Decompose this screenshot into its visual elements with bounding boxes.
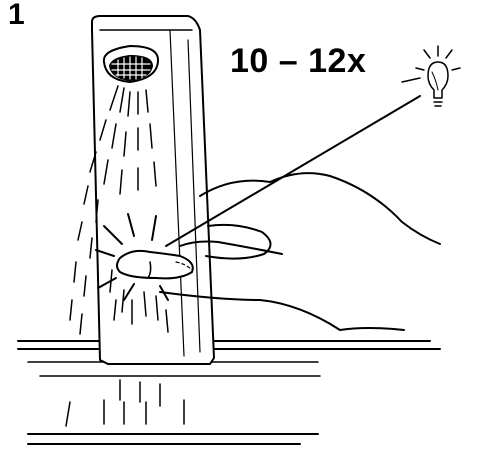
repeat-count-label: 10 – 12x (230, 42, 367, 80)
aerator-icon (102, 45, 159, 83)
step-number: 1 (8, 0, 25, 31)
basin-edge (17, 340, 441, 445)
sensor-flash-rays (95, 213, 169, 301)
water-drips (65, 399, 185, 427)
lightbulb-icon (401, 45, 461, 107)
water-spray (69, 85, 169, 407)
pointer-line (165, 95, 421, 247)
hand (116, 172, 441, 331)
